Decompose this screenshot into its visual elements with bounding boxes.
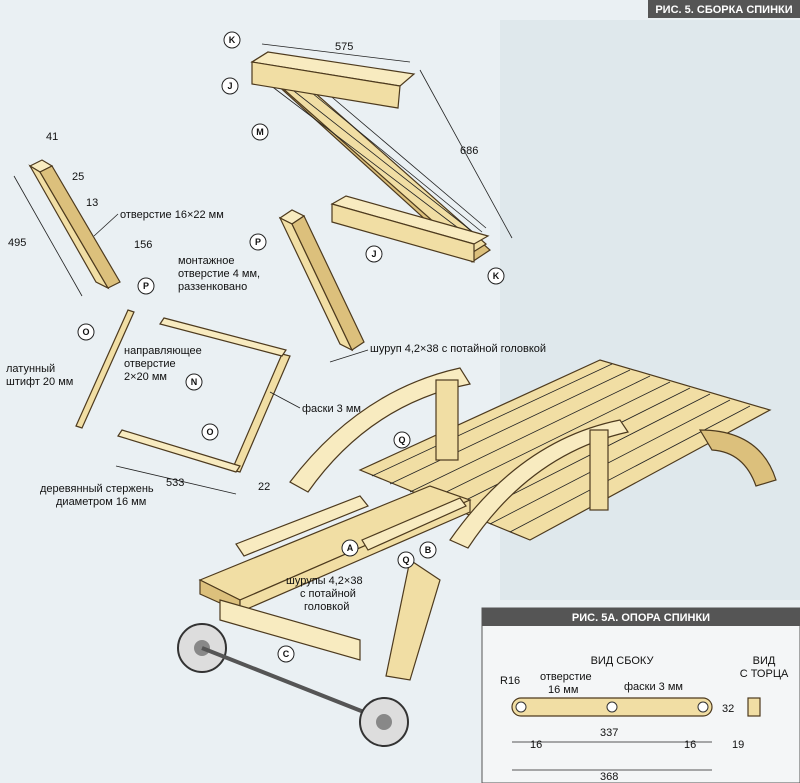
label-mount-3: раззенковано bbox=[178, 281, 247, 293]
bottom-rail-front bbox=[331, 203, 475, 263]
bubble-m: M bbox=[256, 127, 264, 137]
label-screws-2: с потайной bbox=[300, 588, 356, 600]
inset-16a: 16 bbox=[530, 739, 542, 751]
inset-hole-2: 16 мм bbox=[548, 684, 578, 696]
dim-495: 495 bbox=[8, 237, 26, 249]
inset-16b: 16 bbox=[684, 739, 696, 751]
inset-5a: РИС. 5А. ОПОРА СПИНКИ ВИД СБОКУ ВИД С ТО… bbox=[481, 607, 800, 783]
bubble-p-mid: P bbox=[255, 237, 261, 247]
dim-13: 13 bbox=[86, 197, 98, 209]
label-screws-3: головкой bbox=[304, 601, 349, 613]
label-screws-1: шурупы 4,2×38 bbox=[286, 575, 363, 587]
dim-41: 41 bbox=[46, 131, 58, 143]
lounger-assembly bbox=[177, 359, 777, 747]
bubble-o-left: O bbox=[82, 327, 89, 337]
inset-337: 337 bbox=[600, 727, 618, 739]
top-rail-front bbox=[251, 61, 401, 109]
bubble-k-top: K bbox=[229, 35, 236, 45]
bubble-c: C bbox=[283, 649, 290, 659]
label-hole-16x22: отверстие 16×22 мм bbox=[120, 209, 224, 221]
bubble-o-right: O bbox=[206, 427, 213, 437]
bubble-a: A bbox=[347, 543, 354, 553]
label-guide-3: 2×20 мм bbox=[124, 371, 167, 383]
label-screw-top: шуруп 4,2×38 с потайной головкой bbox=[370, 343, 546, 355]
dim-533: 533 bbox=[166, 477, 184, 489]
dim-686: 686 bbox=[460, 145, 478, 157]
label-mount-1: монтажное bbox=[178, 255, 234, 267]
bubble-j-top: J bbox=[227, 81, 232, 91]
label-guide-2: отверстие bbox=[124, 358, 176, 370]
inset-end-view-2: С ТОРЦА bbox=[740, 668, 789, 680]
inset-end-view-1: ВИД bbox=[753, 655, 776, 667]
inset-header: РИС. 5А. ОПОРА СПИНКИ bbox=[572, 612, 710, 624]
dim-25: 25 bbox=[72, 171, 84, 183]
inset-19: 19 bbox=[732, 739, 744, 751]
label-chamfer: фаски 3 мм bbox=[302, 403, 361, 415]
inset-chamfer: фаски 3 мм bbox=[624, 681, 683, 693]
bubble-j-bottom: J bbox=[371, 249, 376, 259]
label-rod-1: деревянный стержень bbox=[40, 483, 154, 495]
dim-575: 575 bbox=[335, 41, 353, 53]
label-rod-2: диаметром 16 мм bbox=[56, 496, 146, 508]
label-brass-2: штифт 20 мм bbox=[6, 376, 73, 388]
inset-368: 368 bbox=[600, 771, 618, 783]
label-guide-1: направляющее bbox=[124, 345, 202, 357]
bubble-b: B bbox=[425, 545, 432, 555]
bubble-n: N bbox=[191, 377, 198, 387]
part-bubbles: K J M P J K P O N O Q Q A B C bbox=[77, 31, 505, 663]
support-leg-drawing bbox=[28, 159, 121, 290]
dim-156: 156 bbox=[134, 239, 152, 251]
inset-hole-1: отверстие bbox=[540, 671, 592, 683]
dim-22: 22 bbox=[258, 481, 270, 493]
support-post bbox=[278, 209, 365, 352]
bubble-q-top: Q bbox=[398, 435, 405, 445]
bubble-k-bottom: K bbox=[493, 271, 500, 281]
main-header: РИС. 5. СБОРКА СПИНКИ bbox=[655, 4, 792, 16]
label-brass-1: латунный bbox=[6, 363, 55, 375]
inset-32: 32 bbox=[722, 703, 734, 715]
label-mount-2: отверстие 4 мм, bbox=[178, 268, 260, 280]
inset-side-view: ВИД СБОКУ bbox=[591, 655, 655, 667]
backrest-frame bbox=[250, 51, 491, 263]
bracket-frame-n bbox=[75, 309, 291, 473]
bubble-p-left: P bbox=[143, 281, 149, 291]
main-header-box bbox=[648, 0, 800, 18]
bubble-q-bottom: Q bbox=[402, 555, 409, 565]
inset-r16: R16 bbox=[500, 675, 520, 687]
